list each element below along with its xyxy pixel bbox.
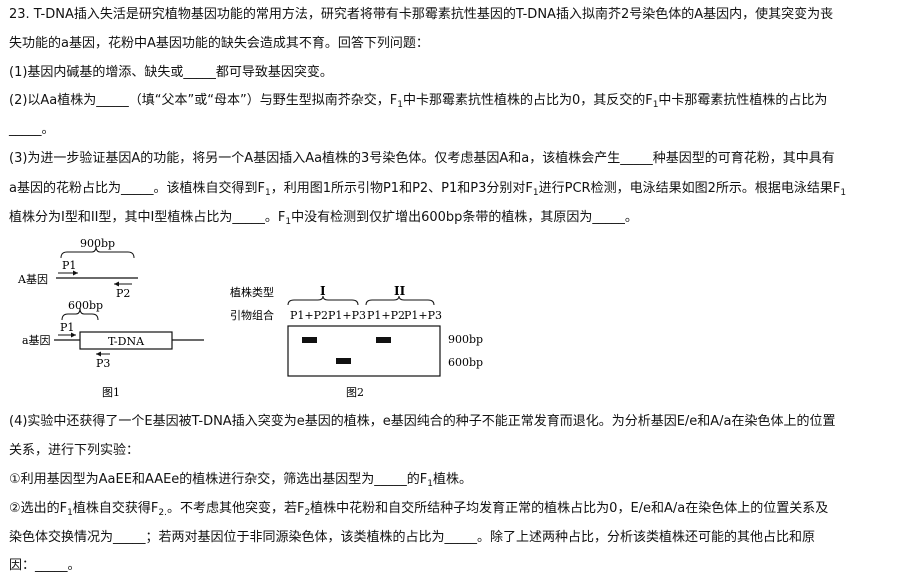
subquestion-4-item-2-end: 因：_____。 xyxy=(9,558,81,573)
bp-600-marker: 600bp xyxy=(448,356,483,369)
band-900-lane1 xyxy=(302,337,317,343)
bp-600-label: 600bp xyxy=(68,299,103,312)
gel-box xyxy=(287,325,441,377)
subquestion-2: (2)以Aa植株为_____（填“父本”或“母本”）与野生型拟南芥杂交，F1中卡… xyxy=(9,93,828,110)
figure-1-caption: 图1 xyxy=(102,386,120,399)
subquestion-4-item-1: ①利用基因型为AaEE和AAEe的植株进行杂交，筛选出基因型为_____的F1植… xyxy=(9,472,473,489)
subquestion-2-blank: _____。 xyxy=(9,122,55,137)
subquestion-3-line-1: (3)为进一步验证基因A的功能，将另一个A基因插入Aa植株的3号染色体。仅考虑基… xyxy=(9,151,835,166)
figure-2: 植株类型 引物组合 I II P1+P2 P1+P3 P1+P2 P1+P3 9… xyxy=(230,284,483,399)
subquestion-4-line-2: 关系，进行下列实验： xyxy=(9,443,140,458)
gene-a-label: a基因 xyxy=(22,334,51,347)
primer-p1-top: P1 xyxy=(62,259,76,272)
tdna-label: T-DNA xyxy=(108,335,145,348)
type-II-label: II xyxy=(394,284,406,298)
type-I-label: I xyxy=(320,284,326,298)
figure-1: 900bp P1 A基因 P2 600bp P1 a基因 T-DNA P3 图1 xyxy=(17,237,204,399)
primer-combo-label: 引物组合 xyxy=(230,308,274,322)
primer-p3: P3 xyxy=(96,357,110,370)
figure-2-caption: 图2 xyxy=(346,386,364,399)
primer-col-2: P1+P3 xyxy=(328,309,366,322)
question-line-1: 23. T-DNA插入失活是研究植物基因功能的常用方法，研究者将带有卡那霉素抗性… xyxy=(9,7,834,22)
primer-col-1: P1+P2 xyxy=(290,309,328,322)
gene-A-label: A基因 xyxy=(17,273,48,286)
primer-col-3: P1+P2 xyxy=(367,309,405,322)
subquestion-1: (1)基因内碱基的增添、缺失或_____都可导致基因突变。 xyxy=(9,65,333,80)
primer-p2: P2 xyxy=(116,287,130,300)
subquestion-3-line-3: 植株分为I型和II型，其中I型植株占比为_____。F1中没有检测到仅扩增出60… xyxy=(9,210,638,227)
question-line-2: 失功能的a基因，花粉中A基因功能的缺失会造成其不育。回答下列问题： xyxy=(9,36,429,51)
subquestion-3-line-2: a基因的花粉占比为_____。该植株自交得到F1，利用图1所示引物P1和P2、P… xyxy=(9,181,847,198)
bp-900-label: 900bp xyxy=(80,237,115,250)
band-900-lane3 xyxy=(376,337,391,343)
subquestion-4-line-1: (4)实验中还获得了一个E基因被T-DNA插入突变为e基因的植株，e基因纯合的种… xyxy=(9,414,836,429)
subquestion-4-item-2-cont: 染色体交换情况为_____；若两对基因位于非同源染色体，该类植株的占比为____… xyxy=(9,530,816,545)
bp-900-marker: 900bp xyxy=(448,333,483,346)
band-600-lane2 xyxy=(336,358,351,364)
subquestion-4-item-2: ②选出的F1植株自交获得F2.。不考虑其他突变，若F2植株中花粉和自交所结种子均… xyxy=(9,501,829,518)
primer-p1-bottom: P1 xyxy=(60,321,74,334)
primer-col-4: P1+P3 xyxy=(404,309,442,322)
plant-type-label: 植株类型 xyxy=(230,285,274,299)
